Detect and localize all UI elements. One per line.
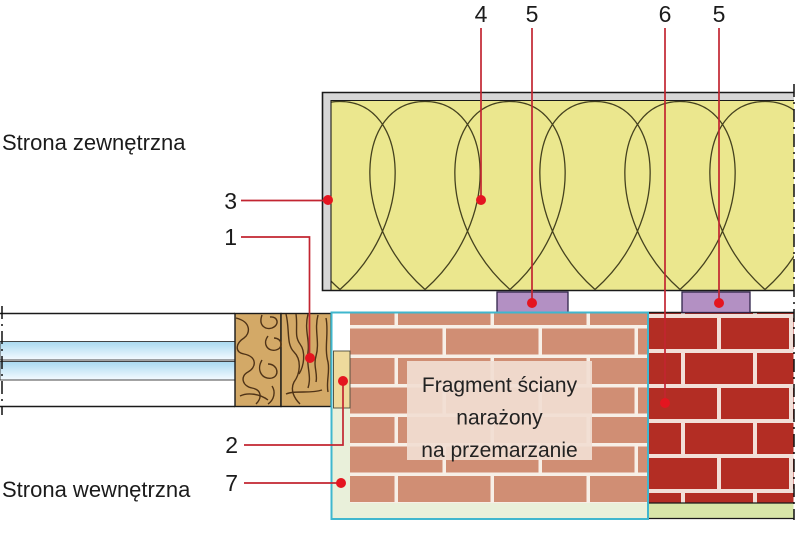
leader-1 xyxy=(241,236,311,357)
exterior-side-label: Strona zewnętrzna xyxy=(2,130,186,155)
window-section xyxy=(0,312,236,408)
glazing-pane-inner xyxy=(0,361,236,381)
fragment-note-box: Fragment ściany narażony na przemarzanie xyxy=(407,361,592,462)
interior-plaster-bottom-band xyxy=(332,503,648,519)
interior-plaster-side-strip xyxy=(332,408,350,519)
existing-plaster-band xyxy=(648,503,794,519)
callout-6: 6 xyxy=(659,1,672,27)
callout-5-left: 5 xyxy=(526,1,539,27)
note-line-3: na przemarzanie xyxy=(421,439,577,462)
dot-2 xyxy=(338,376,348,386)
reveal-white-strip xyxy=(332,313,350,351)
dot-1 xyxy=(305,353,315,363)
callout-2: 2 xyxy=(225,432,238,458)
note-background xyxy=(407,361,592,460)
callout-5-right: 5 xyxy=(713,1,726,27)
interior-side-label: Strona wewnętrzna xyxy=(2,477,191,502)
note-line-1: Fragment ściany xyxy=(422,374,578,397)
wood-grain-left xyxy=(235,314,282,405)
leader-lines xyxy=(241,28,720,484)
leader-2 xyxy=(244,382,344,446)
callout-numbers: 4 5 6 5 3 1 2 7 xyxy=(224,1,725,496)
glazing-pane-outer xyxy=(0,341,236,361)
dot-3 xyxy=(323,195,333,205)
mineral-wool-hatching xyxy=(331,101,794,290)
leader-dots xyxy=(305,195,724,488)
insulation-assembly xyxy=(321,91,794,292)
existing-wall-brickwork xyxy=(648,313,794,503)
render-layer-top xyxy=(323,93,794,101)
wood-grain-right xyxy=(285,313,330,405)
callout-4: 4 xyxy=(475,1,488,27)
dot-5-left xyxy=(527,298,537,308)
frost-fragment-outline xyxy=(330,311,649,520)
dot-5-right xyxy=(714,298,724,308)
dot-6 xyxy=(660,398,670,408)
callout-7: 7 xyxy=(225,470,238,496)
timber-blocks xyxy=(234,312,332,408)
callout-1: 1 xyxy=(224,224,237,250)
dot-7 xyxy=(336,478,346,488)
callout-3: 3 xyxy=(224,188,237,214)
note-line-2: narażony xyxy=(456,407,543,430)
insulation-inner-border xyxy=(330,99,794,291)
insulation-outer-border xyxy=(321,91,794,292)
dot-4 xyxy=(476,195,486,205)
